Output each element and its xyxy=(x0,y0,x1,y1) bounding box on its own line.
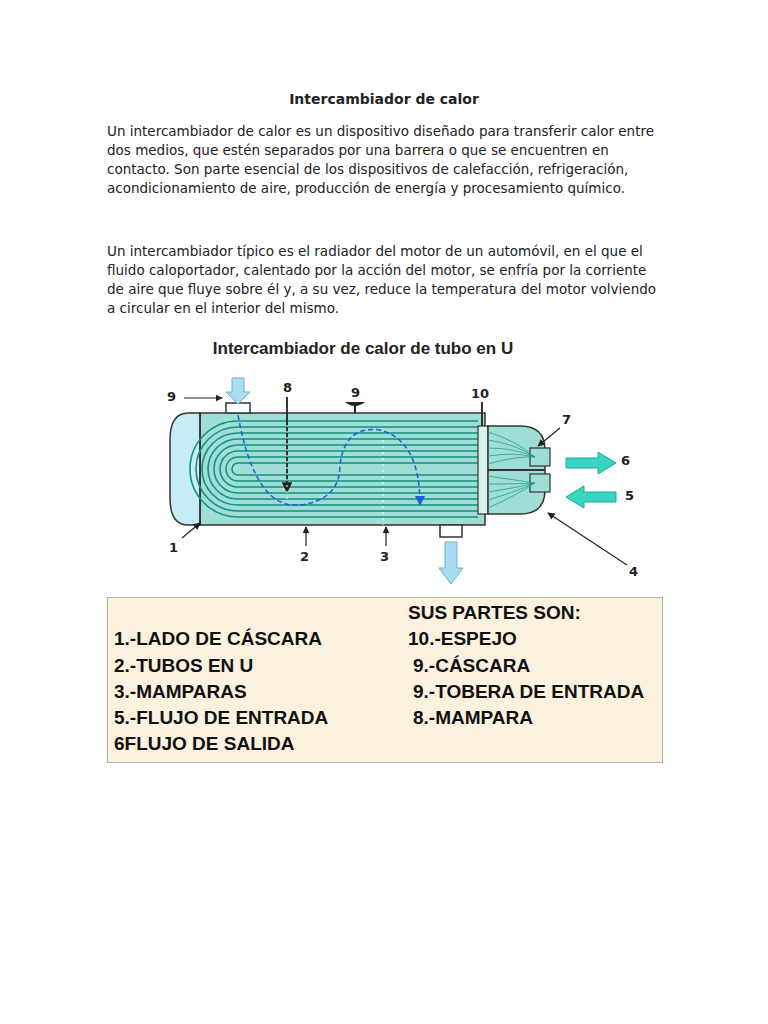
outlet-flow-arrow xyxy=(566,452,616,474)
list-item: 2.-TUBOS EN U xyxy=(114,655,253,677)
inlet-flow-arrow xyxy=(566,486,616,508)
callout-number: 1 xyxy=(168,540,179,555)
shell xyxy=(200,413,485,525)
u-tubes xyxy=(190,421,478,517)
diagram-title: Intercambiador de calor de tubo en U xyxy=(0,339,726,359)
callout-number: 4 xyxy=(628,564,639,579)
baffle xyxy=(383,440,384,525)
shell-flow xyxy=(238,415,420,505)
callout-number: 3 xyxy=(379,549,390,564)
outlet-nozzle xyxy=(440,525,462,537)
leader-lines xyxy=(182,398,627,565)
list-item: 8.-MAMPARA xyxy=(413,707,533,729)
inlet-arrow xyxy=(226,378,250,404)
callout-number: 10 xyxy=(470,386,490,401)
callout-number: 2 xyxy=(299,549,310,564)
callout-number: 8 xyxy=(282,380,293,395)
callout-number: 9 xyxy=(166,389,177,404)
list-item: 6FLUJO DE SALIDA xyxy=(114,733,295,755)
callout-number: 5 xyxy=(624,488,635,503)
list-item: 9.-TOBERA DE ENTRADA xyxy=(413,681,644,703)
paragraph: Un intercambiador de calor es un disposi… xyxy=(107,122,667,198)
tubesheet xyxy=(478,426,488,514)
callout-number: 6 xyxy=(620,453,631,468)
callout-number: 7 xyxy=(561,412,572,427)
page-title: Intercambiador de calor xyxy=(0,91,768,107)
flow-lines xyxy=(488,432,535,508)
parts-list-box: SUS PARTES SON: 1.-LADO DE CÁSCARA 10.-ESP… xyxy=(107,597,663,763)
list-item: 10.-ESPEJO xyxy=(408,628,517,650)
list-item: 9.-CÁSCARA xyxy=(413,655,530,677)
list-item: 5.-FLUJO DE ENTRADA xyxy=(114,707,328,729)
list-item: 3.-MAMPARAS xyxy=(114,681,247,703)
list-item: 1.-LADO DE CÁSCARA xyxy=(114,628,322,650)
outlet-arrow xyxy=(439,542,463,584)
channel-head xyxy=(488,426,545,514)
paragraph: Un intercambiador típico es el radiador … xyxy=(107,242,667,318)
callout-number: 9 xyxy=(350,385,361,400)
vent xyxy=(345,402,365,406)
list-heading: SUS PARTES SON: xyxy=(408,602,581,624)
